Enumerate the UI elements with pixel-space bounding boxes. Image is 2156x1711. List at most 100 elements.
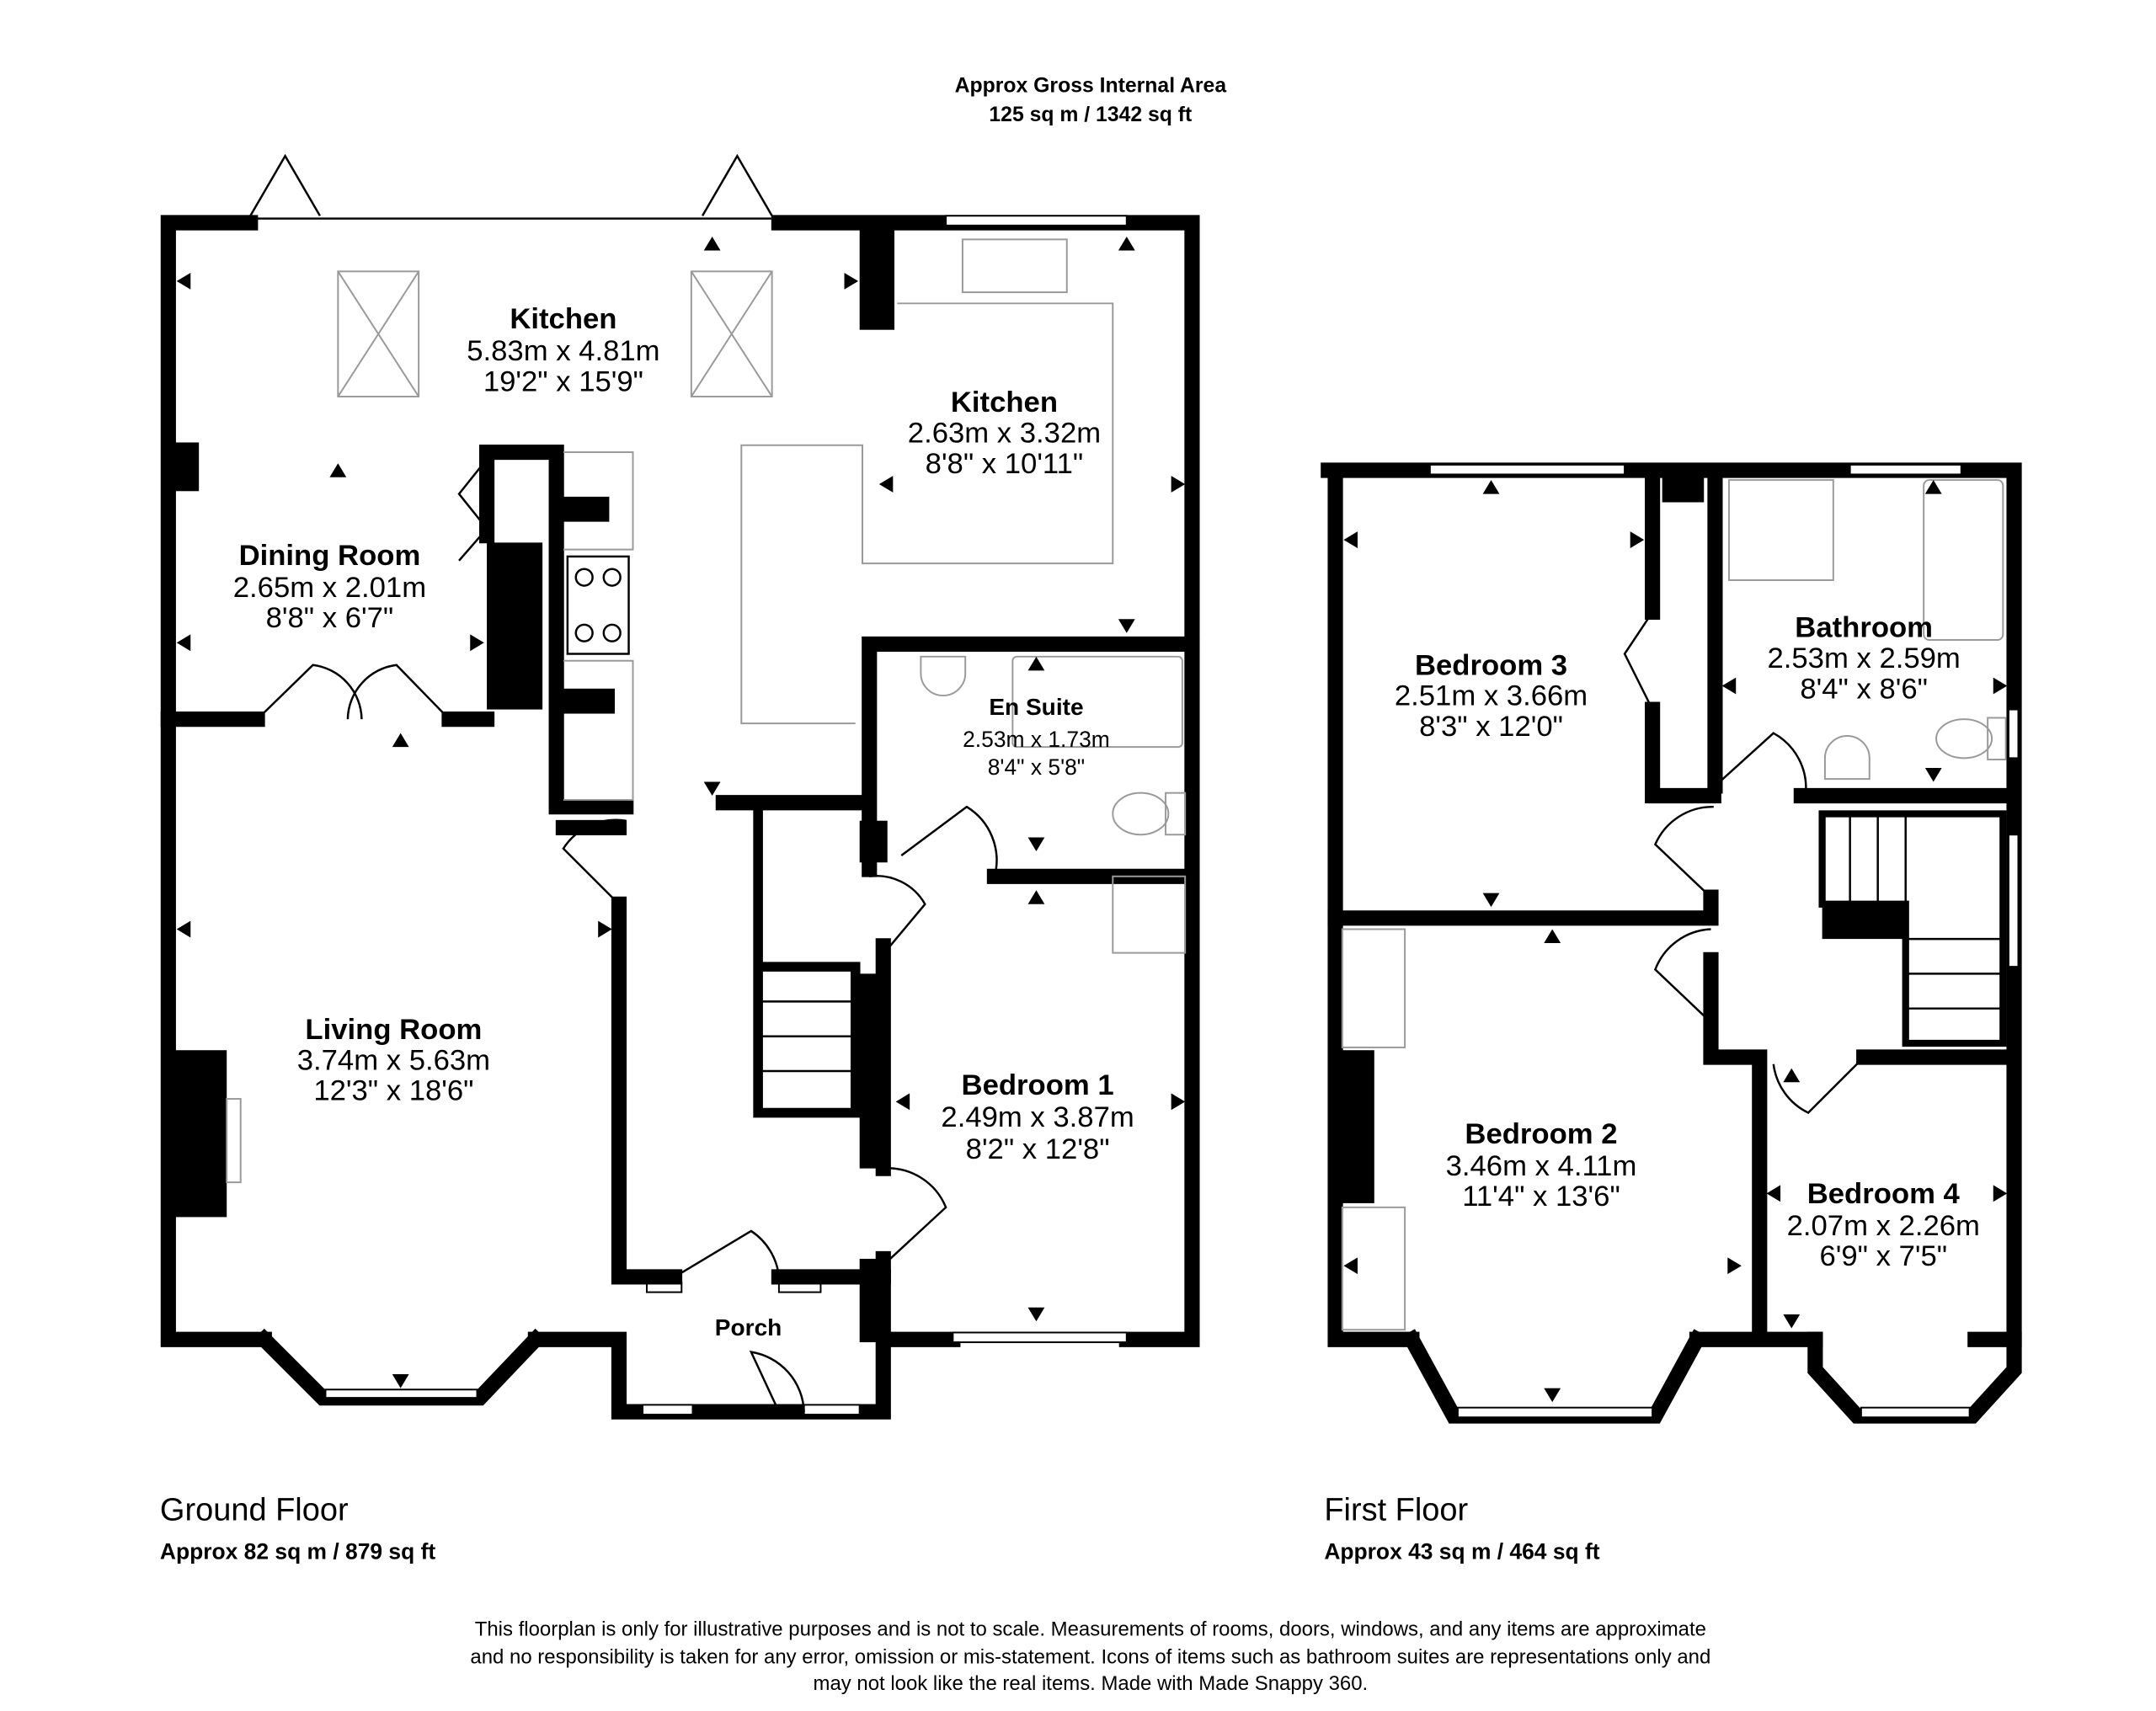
skylight-cross: [337, 270, 419, 397]
wall-pier: [859, 1258, 891, 1343]
window: [642, 1404, 694, 1415]
door-living[interactable]: [562, 818, 627, 905]
first-floor-area: Approx 43 sq m / 464 sq ft: [1324, 1539, 1599, 1564]
hob-icon: [566, 555, 630, 655]
toilet-cistern: [1165, 792, 1187, 836]
hearth: [226, 1098, 242, 1184]
bay-window-bedroom4: [1807, 1331, 2022, 1424]
disclaimer-line: and no responsibility is taken for any e…: [470, 1646, 1710, 1669]
room-name: Bedroom 1: [962, 1069, 1114, 1101]
rear-doors: [249, 153, 773, 216]
skylight: [690, 270, 773, 397]
door-bedroom3[interactable]: [1653, 805, 1714, 898]
window: [1860, 1406, 1971, 1419]
hob-ring: [574, 568, 594, 587]
skylight: [337, 270, 420, 397]
chimney-breast: [487, 542, 543, 710]
room-imperial: 8'4" x 5'8": [988, 754, 1085, 780]
ground-floor-plan: Kitchen 5.83m x 4.81m 19'2" x 15'9" Kitc…: [160, 153, 1200, 1564]
toilet-icon: [1935, 718, 1993, 760]
door-bedroom4[interactable]: [1772, 1056, 1865, 1115]
wall-pier: [859, 229, 894, 330]
room-label-kitchen-1: Kitchen 5.83m x 4.81m 19'2" x 15'9": [467, 303, 659, 397]
room-name: Bedroom 3: [1415, 649, 1567, 681]
bay-window-bedroom2: [1401, 1329, 1708, 1424]
stair-landing: [1822, 903, 1906, 940]
wardrobe: [1341, 1206, 1406, 1331]
room-metric: 3.74m x 5.63m: [297, 1044, 490, 1076]
basin-icon: [920, 655, 967, 697]
room-imperial: 12'3" x 18'6": [313, 1075, 473, 1107]
sink-icon: [961, 238, 1068, 294]
room-label-bedroom-2: Bedroom 2 3.46m x 4.11m 11'4" x 13'6": [1446, 1118, 1637, 1213]
window: [1849, 463, 1962, 476]
window: [803, 1404, 861, 1415]
room-name: Bedroom 2: [1465, 1118, 1617, 1150]
toilet-icon: [1112, 792, 1170, 836]
hob-ring: [602, 623, 622, 642]
room-imperial: 8'8" x 10'11": [926, 448, 1084, 480]
outer-wall: [160, 215, 1200, 1420]
room-name: Bathroom: [1795, 612, 1933, 644]
room-label-living-room: Living Room 3.74m x 5.63m 12'3" x 18'6": [297, 1014, 490, 1107]
room-metric: 2.51m x 3.66m: [1395, 680, 1588, 712]
toilet-cistern: [1987, 717, 2007, 761]
window: [1428, 463, 1626, 476]
shower-tray-icon: [1011, 655, 1183, 749]
room-imperial: 11'4" x 13'6": [1462, 1181, 1620, 1213]
room-label-kitchen-2: Kitchen 2.63m x 3.32m 8'8" x 10'11": [908, 386, 1101, 480]
wall-pier: [1335, 1050, 1374, 1203]
wardrobe: [1112, 875, 1187, 954]
interior-wall: [160, 444, 1200, 1285]
room-metric: 2.53m x 2.59m: [1767, 642, 1960, 674]
wall-pier: [556, 496, 610, 522]
shower-icon: [1727, 479, 1834, 581]
door-cupboard[interactable]: [869, 875, 926, 947]
room-label-porch: Porch: [715, 1314, 782, 1341]
stair-treads: [1849, 813, 2004, 1010]
room-imperial: 8'3" x 12'0": [1419, 711, 1563, 743]
window: [945, 215, 1128, 227]
room-name: Living Room: [305, 1014, 482, 1046]
disclaimer-line: may not look like the real items. Made w…: [814, 1672, 1369, 1695]
door-ensuite[interactable]: [900, 805, 998, 877]
basin-icon: [1823, 734, 1870, 781]
room-name: Kitchen: [951, 386, 1058, 418]
area-title: Approx Gross Internal Area: [955, 74, 1227, 97]
door-porch-inner[interactable]: [674, 1229, 781, 1278]
room-name: Kitchen: [510, 303, 616, 335]
door-bathroom[interactable]: [1714, 732, 1807, 797]
kitchen-worktop: [740, 302, 1114, 725]
interior-wall: [1327, 469, 2015, 1343]
front-door[interactable]: [749, 1351, 805, 1413]
cupboard-door[interactable]: [457, 458, 488, 562]
room-imperial: 8'4" x 8'6": [1800, 673, 1928, 705]
door-bedroom2[interactable]: [1653, 928, 1712, 1024]
hob-ring: [574, 623, 594, 642]
total-area: 125 sq m / 1342 sq ft: [989, 104, 1192, 126]
room-name: Bedroom 4: [1807, 1178, 1961, 1210]
room-name: Dining Room: [239, 540, 421, 572]
room-name: En Suite: [989, 694, 1083, 720]
ground-floor-area: Approx 82 sq m / 879 sq ft: [160, 1539, 435, 1564]
room-metric: 3.46m x 4.11m: [1446, 1150, 1637, 1182]
window: [952, 1331, 1128, 1344]
wall-pier: [859, 973, 891, 1169]
door-dining[interactable]: [256, 664, 451, 721]
wall-pier: [859, 820, 888, 863]
room-label-en-suite: En Suite 2.53m x 1.73m 8'4" x 5'8": [963, 694, 1110, 780]
room-imperial: 19'2" x 15'9": [483, 365, 643, 397]
wardrobe-doors[interactable]: [1623, 611, 1654, 711]
staircase: [1818, 810, 2007, 1047]
room-metric: 2.63m x 3.32m: [908, 417, 1101, 449]
disclaimer-line: This floorplan is only for illustrative …: [475, 1618, 1706, 1641]
first-floor-label: First Floor: [1324, 1492, 1468, 1527]
fireplace: [168, 1050, 227, 1218]
room-metric: 2.07m x 2.26m: [1787, 1210, 1980, 1242]
room-label-dining-room: Dining Room 2.65m x 2.01m 8'8" x 6'7": [233, 540, 426, 634]
wardrobe: [1341, 928, 1406, 1048]
room-label-bathroom: Bathroom 2.53m x 2.59m 8'4" x 8'6": [1767, 612, 1960, 706]
door-bedroom1[interactable]: [883, 1167, 947, 1260]
room-label-bedroom-3: Bedroom 3 2.51m x 3.66m 8'3" x 12'0": [1395, 649, 1588, 743]
stair-treads: [758, 1000, 856, 1073]
